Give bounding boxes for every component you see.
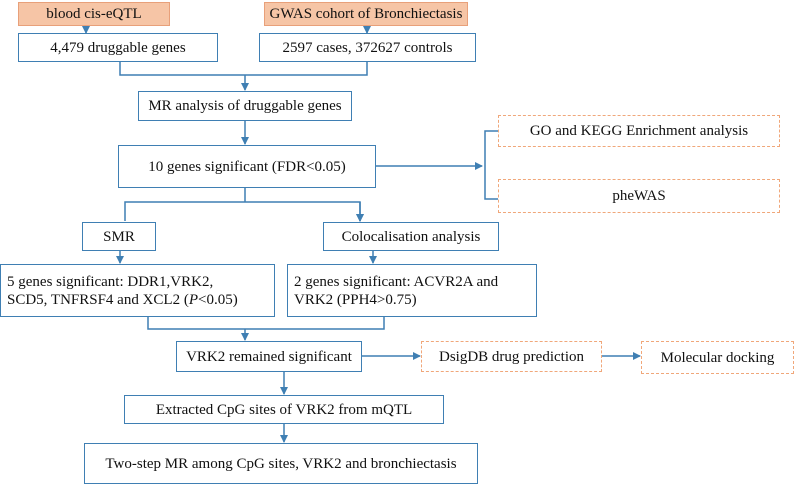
connector-split (124, 188, 360, 221)
smr-box: SMR (82, 222, 156, 251)
gwas-source-box: GWAS cohort of Bronchiectasis (264, 2, 468, 26)
dsigdb-box: DsigDB drug prediction (421, 341, 602, 372)
vrk2-significant-box: VRK2 remained significant (176, 341, 362, 372)
druggable-genes-box: 4,479 druggable genes (18, 33, 218, 62)
two-step-mr-box: Two-step MR among CpG sites, VRK2 and br… (84, 443, 478, 484)
cpg-sites-label: Extracted CpG sites of VRK2 from mQTL (155, 401, 413, 418)
smr-label: SMR (103, 228, 135, 245)
mr-analysis-label: MR analysis of druggable genes (148, 98, 342, 114)
connector-merge-to-vrk2 (147, 317, 385, 340)
go-kegg-box: GO and KEGG Enrichment analysis (498, 115, 780, 147)
coloc-result-line2: VRK2 (PPH4>0.75) (294, 291, 417, 308)
mr-analysis-box: MR analysis of druggable genes (138, 91, 352, 121)
gwas-samples-box: 2597 cases, 372627 controls (259, 33, 476, 62)
smr-result-line2-b: <0.05) (198, 291, 238, 308)
smr-result-line2: SCD5, TNFRSF4 and XCL2 (P<0.05) (7, 291, 238, 309)
phewas-label: pheWAS (612, 188, 666, 204)
phewas-box: pheWAS (498, 179, 780, 213)
docking-label: Molecular docking (660, 349, 775, 366)
smr-result-p-symbol: P (188, 291, 199, 308)
smr-result-box: 5 genes significant: DDR1,VRK2, SCD5, TN… (0, 264, 275, 317)
significant-genes-box: 10 genes significant (FDR<0.05) (118, 145, 376, 188)
two-step-mr-label: Two-step MR among CpG sites, VRK2 and br… (105, 455, 457, 472)
coloc-result-box: 2 genes significant: ACVR2A and VRK2 (PP… (287, 264, 537, 317)
smr-result-line2-a: SCD5, TNFRSF4 and XCL2 ( (7, 291, 189, 308)
colocalisation-label: Colocalisation analysis (341, 228, 481, 245)
gwas-samples-label: 2597 cases, 372627 controls (282, 39, 453, 56)
significant-genes-label: 10 genes significant (FDR<0.05) (148, 158, 346, 175)
smr-result-line1: 5 genes significant: DDR1,VRK2, (7, 273, 214, 290)
coloc-result-line1: 2 genes significant: ACVR2A and (294, 273, 499, 290)
eqtl-source-label: blood cis-eQTL (46, 6, 142, 22)
docking-box: Molecular docking (641, 341, 794, 374)
dsigdb-label: DsigDB drug prediction (439, 348, 584, 365)
bracket-enrichment (484, 130, 498, 200)
cpg-sites-box: Extracted CpG sites of VRK2 from mQTL (124, 395, 444, 424)
colocalisation-box: Colocalisation analysis (323, 222, 499, 251)
druggable-genes-label: 4,479 druggable genes (50, 39, 186, 56)
connector-merge-to-mr (119, 62, 368, 90)
go-kegg-label: GO and KEGG Enrichment analysis (529, 123, 749, 139)
vrk2-significant-label: VRK2 remained significant (186, 348, 352, 365)
eqtl-source-box: blood cis-eQTL (18, 2, 170, 26)
gwas-source-label: GWAS cohort of Bronchiectasis (269, 6, 463, 22)
